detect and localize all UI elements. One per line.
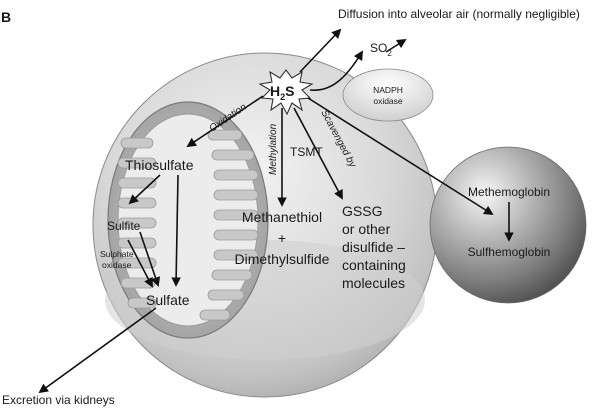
label-gssg-line: GSSG [342, 203, 382, 219]
label-sulfite: Sulfite [107, 219, 141, 233]
arrow-methemoglobin [307, 97, 494, 216]
label-sulfate: Sulfate [146, 292, 190, 308]
label-gssg-group: GSSG or other disulfide – containing mol… [342, 203, 406, 291]
h2s-starburst [258, 69, 314, 116]
label-thiosulfate: Thiosulfate [125, 157, 194, 173]
label-so2: SO2 [370, 41, 392, 58]
label-gssg-line: disulfide – [342, 239, 405, 255]
label-excretion: Excretion via kidneys [2, 393, 115, 407]
label-plus: + [278, 230, 286, 246]
arrow-thiosulfate-sulfite [128, 174, 161, 205]
label-dimethylsulfide: Dimethylsulfide [235, 251, 330, 267]
label-gssg-line: containing [342, 257, 406, 273]
label-methemoglobin: Methemoglobin [468, 185, 550, 199]
label-gssg-line: molecules [342, 275, 405, 291]
arrow-sulfite-sulfate [139, 231, 161, 287]
label-methylation: Methylation [268, 123, 279, 175]
arrow-oxidation [186, 95, 264, 148]
label-sulfhemoglobin: Sulfhemoglobin [468, 245, 551, 259]
label-tsmt: TSMT [290, 145, 323, 159]
label-gssg-line: or other [342, 221, 391, 237]
label-sulphate-2: oxidase [102, 260, 132, 270]
label-sulphate-1: Sulphate [100, 249, 134, 259]
arrow-excretion [38, 307, 157, 394]
arrow-thiosulfate-sulfate [171, 174, 181, 287]
label-diffusion: Diffusion into alveolar air (normally ne… [338, 7, 580, 21]
label-nadph-1: NADPH [373, 85, 403, 95]
arrow-so2 [309, 50, 363, 91]
nadph-oxidase-blob [342, 68, 434, 122]
arrow-sulfite-sulfate-2 [127, 239, 153, 288]
rbc-sphere [429, 146, 587, 304]
label-methanethiol: Methanethiol [242, 209, 322, 225]
label-h2s: H2S [270, 83, 294, 102]
arrow-diffusion [299, 28, 342, 73]
arrow-scavenged [293, 107, 343, 200]
panel-letter: B [1, 9, 11, 25]
label-nadph-2: oxidase [373, 96, 403, 106]
arrow-nadph [385, 38, 407, 53]
